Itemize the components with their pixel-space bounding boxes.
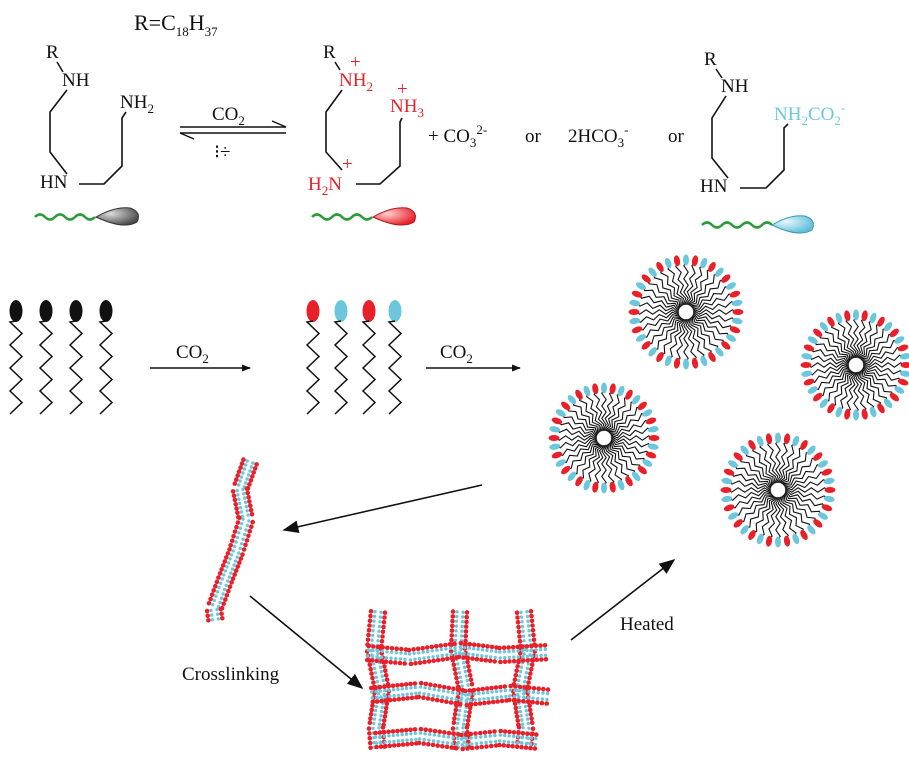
svg-text:CO2: CO2: [176, 342, 209, 366]
r-definition: R=C18H37: [134, 10, 218, 39]
or-label: or: [525, 126, 542, 147]
surfactant-molecule: [100, 300, 113, 414]
heated-label: Heated: [620, 614, 674, 635]
surfactant-molecule: [335, 300, 348, 414]
arrow-co2-1: CO2: [150, 342, 250, 368]
charge-plus: +: [397, 79, 408, 100]
bicarbonate-label: 2HCO3-: [568, 122, 628, 150]
counterions: + CO32- or 2HCO3- or: [428, 122, 685, 150]
surfactant-molecule: [389, 300, 402, 414]
surfactant-molecule: [40, 300, 53, 414]
micelle-icon: [801, 310, 909, 421]
carbamate-label: NH2CO2-: [774, 100, 845, 128]
anionic-head-icon: [772, 216, 813, 233]
micelle-icon: [629, 255, 744, 370]
r-label: R: [323, 42, 336, 63]
wormlike-micelle: [205, 457, 259, 622]
nh-label: NH: [62, 70, 90, 91]
micelles: [549, 255, 909, 548]
surfactant-molecule: [363, 300, 376, 414]
alkyl-tail-icon: [312, 215, 372, 220]
svg-text:CO2: CO2: [440, 342, 473, 366]
equilibrium-arrows: CO2 ⁝÷: [180, 104, 286, 163]
crosslinking-label: Crosslinking: [182, 664, 280, 685]
r-label: R: [704, 49, 717, 70]
molecule-protonated: R NH2 + NH3 + H2N +: [308, 42, 424, 225]
cationic-head-icon: [373, 208, 415, 225]
neutral-surfactants: [10, 300, 113, 414]
hn-label: HN: [40, 172, 68, 193]
co2-label: CO2: [212, 104, 245, 128]
molecule-carbamate: R NH NH2CO2- HN: [700, 49, 845, 233]
alkyl-tail-icon: [702, 223, 772, 228]
h2n-plus-label: H2N: [308, 174, 342, 198]
r-label: R: [46, 42, 59, 63]
charge-plus: +: [350, 52, 361, 73]
charged-surfactants: [307, 300, 402, 414]
surfactant-molecule: [307, 300, 320, 414]
arrow-micelle-to-worm: [284, 485, 482, 530]
hn-label: HN: [700, 176, 728, 197]
carbonate-label: + CO32-: [428, 122, 487, 150]
surfactant-molecule: [10, 300, 23, 414]
charge-plus: +: [342, 154, 353, 175]
molecule-neutral: R NH NH2 HN: [35, 42, 154, 225]
alkyl-tail-icon: [35, 215, 95, 220]
micelle-icon: [721, 433, 836, 548]
nh-label: NH: [721, 76, 749, 97]
neutral-head-icon: [96, 208, 138, 225]
surfactant-molecule: [70, 300, 83, 414]
or-label: or: [668, 126, 685, 147]
reverse-condition-label: ⁝÷: [214, 142, 230, 163]
micelle-icon: [549, 383, 660, 494]
crosslinked-network: [365, 609, 550, 751]
nh2-plus-label: NH2: [339, 70, 373, 94]
arrow-co2-2: CO2: [426, 342, 520, 368]
